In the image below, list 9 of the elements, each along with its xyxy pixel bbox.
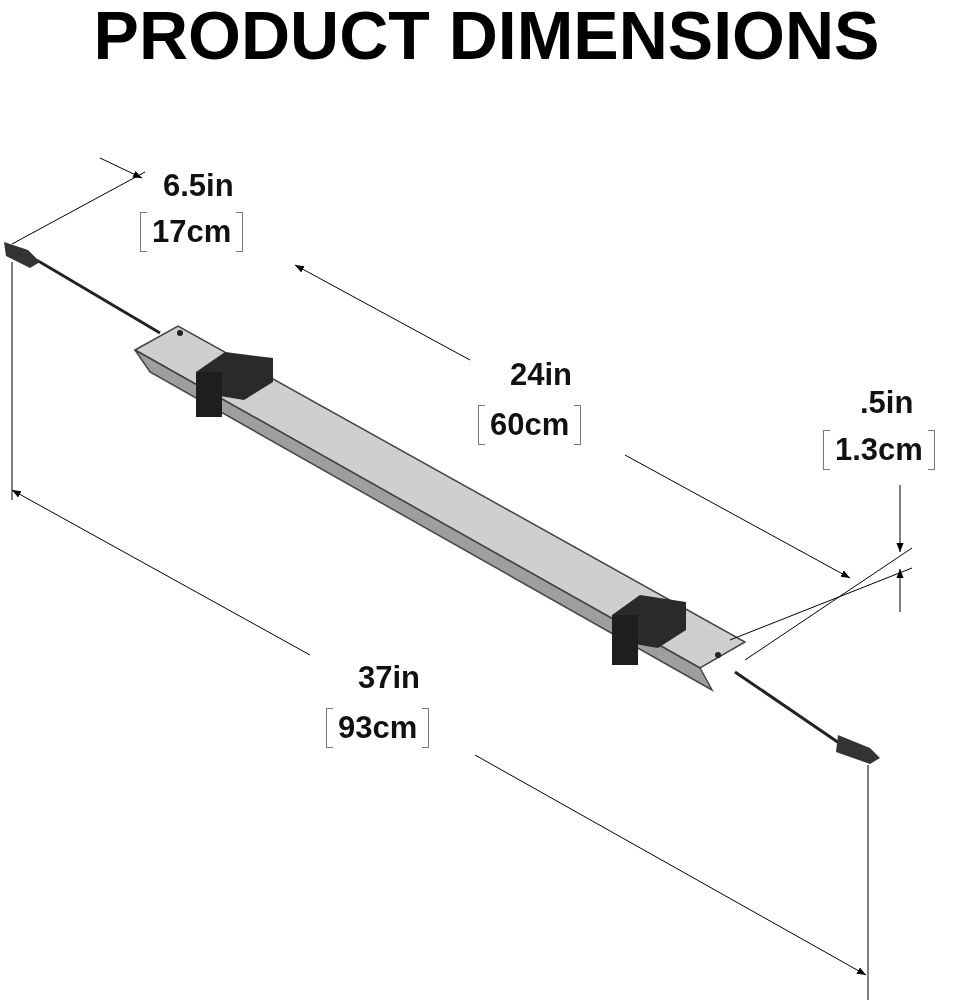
dimension-label: 1.3cm xyxy=(823,430,935,470)
dimension-label: .5in xyxy=(860,385,914,421)
dimension-label: 37in xyxy=(358,660,421,696)
dimension-label: 24in xyxy=(510,357,573,393)
dimension-label: 6.5in xyxy=(163,168,234,204)
dimension-label: 93cm xyxy=(326,708,430,748)
title: PRODUCT DIMENSIONS xyxy=(92,0,881,74)
dimension-label: 17cm xyxy=(140,212,244,252)
dimension-label: 60cm xyxy=(478,405,582,445)
